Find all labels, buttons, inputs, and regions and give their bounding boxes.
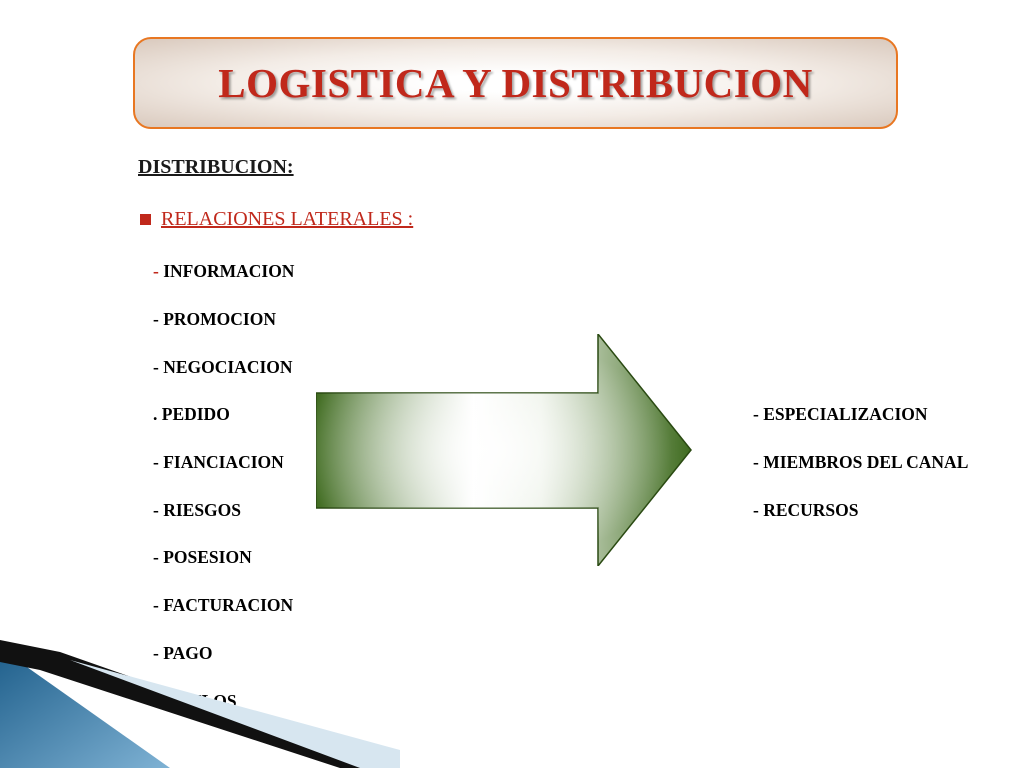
left-list-item: - POSESION <box>153 547 252 567</box>
red-dash: - <box>153 261 164 281</box>
left-list-item: . PEDIDO <box>153 404 230 424</box>
slide-title: LOGISTICA Y DISTRIBUCION <box>218 60 813 106</box>
left-list-item: - INFORMACION <box>153 261 294 282</box>
left-list-item: - PROMOCION <box>153 309 276 329</box>
square-bullet-icon <box>140 214 151 225</box>
left-list-item: - FACTURACION <box>153 595 294 615</box>
corner-swoosh-decoration <box>0 640 400 768</box>
bullet-row: RELACIONES LATERALES : <box>140 208 413 231</box>
right-arrow-icon <box>316 334 692 566</box>
right-list-item: - RECURSOS <box>753 500 859 520</box>
left-list-item: - FIANCIACION <box>153 452 284 472</box>
title-box: LOGISTICA Y DISTRIBUCION <box>133 37 898 129</box>
left-item-text: INFORMACION <box>163 261 295 281</box>
left-list-item: - RIESGOS <box>153 500 242 520</box>
section-heading: DISTRIBUCION: <box>138 156 294 178</box>
left-list-item: - PAGO <box>153 643 213 663</box>
bullet-label: RELACIONES LATERALES : <box>161 208 414 230</box>
right-list-item: - ESPECIALIZACION <box>753 404 928 424</box>
left-list-item: - NEGOCIACION <box>153 357 293 377</box>
right-list-item: - MIEMBROS DEL CANAL <box>753 452 969 472</box>
